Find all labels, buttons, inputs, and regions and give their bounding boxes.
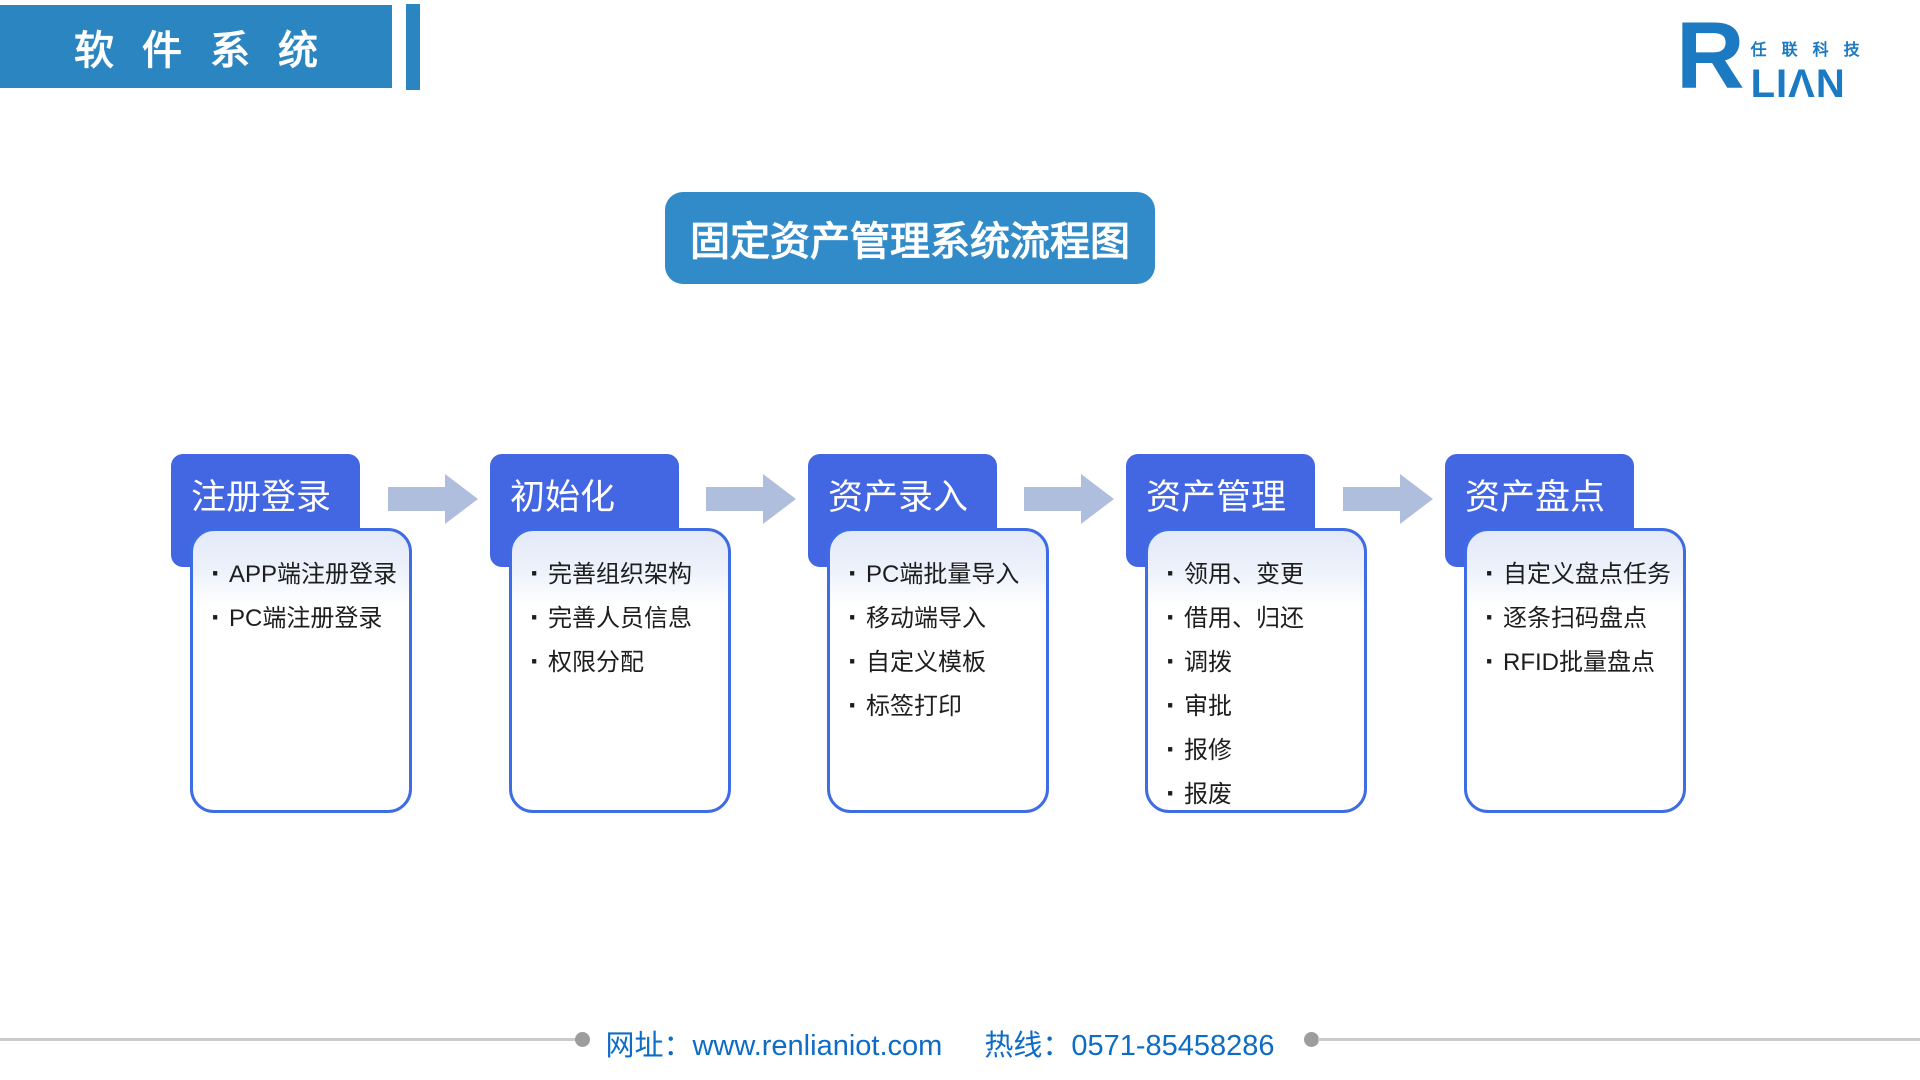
step-title: 注册登录 bbox=[191, 478, 332, 517]
step-title: 初始化 bbox=[510, 478, 616, 517]
step-item: PC端批量导入 bbox=[848, 552, 1040, 596]
step-item: 借用、归还 bbox=[1166, 596, 1358, 640]
step-card-1: APP端注册登录PC端注册登录 bbox=[190, 528, 412, 813]
step-card-3: PC端批量导入移动端导入自定义模板标签打印 bbox=[827, 528, 1049, 813]
diagram-title: 固定资产管理系统流程图 bbox=[690, 220, 1130, 264]
step-item: 移动端导入 bbox=[848, 596, 1040, 640]
step-card-4: 领用、变更借用、归还调拨审批报修报废 bbox=[1145, 528, 1367, 813]
logo-cn-name: 任联科技 bbox=[1750, 42, 1875, 59]
step-item: 领用、变更 bbox=[1166, 552, 1358, 596]
step-item-list: PC端批量导入移动端导入自定义模板标签打印 bbox=[848, 552, 1040, 728]
step-card-2: 完善组织架构完善人员信息权限分配 bbox=[509, 528, 731, 813]
step-card-5: 自定义盘点任务逐条扫码盘点RFID批量盘点 bbox=[1464, 528, 1686, 813]
section-title: 软件系统 bbox=[74, 28, 346, 73]
footer-contact: 网址：www.renlianiot.com 热线：0571-85458286 bbox=[600, 1022, 1280, 1064]
step-item: APP端注册登录 bbox=[211, 552, 403, 596]
step-title: 资产盘点 bbox=[1465, 478, 1606, 517]
footer-divider-right bbox=[1318, 1038, 1920, 1041]
step-item: 调拨 bbox=[1166, 640, 1358, 684]
logo-r-glyph: R bbox=[1676, 3, 1745, 109]
step-item: 自定义模板 bbox=[848, 640, 1040, 684]
footer-website: 网址：www.renlianiot.com bbox=[605, 1030, 943, 1062]
step-item: PC端注册登录 bbox=[211, 596, 403, 640]
step-item: 权限分配 bbox=[530, 640, 722, 684]
company-logo: R 任联科技 LIΛN bbox=[1676, 3, 1860, 109]
diagram-title-badge: 固定资产管理系统流程图 bbox=[665, 192, 1155, 284]
step-item: 报废 bbox=[1166, 772, 1358, 816]
footer-divider-left bbox=[0, 1038, 576, 1041]
logo-text-block: 任联科技 LIΛN bbox=[1751, 36, 1860, 104]
step-item-list: 完善组织架构完善人员信息权限分配 bbox=[530, 552, 722, 684]
step-item: RFID批量盘点 bbox=[1485, 640, 1677, 684]
footer-dot-right bbox=[1304, 1032, 1319, 1047]
step-item-list: 自定义盘点任务逐条扫码盘点RFID批量盘点 bbox=[1485, 552, 1677, 684]
flow-arrow-icon bbox=[1024, 474, 1114, 524]
banner-accent-bar bbox=[406, 4, 420, 90]
step-item: 完善组织架构 bbox=[530, 552, 722, 596]
step-item: 自定义盘点任务 bbox=[1485, 552, 1677, 596]
step-item-list: 领用、变更借用、归还调拨审批报修报废 bbox=[1166, 552, 1358, 816]
footer-hotline: 热线：0571-85458286 bbox=[984, 1030, 1275, 1062]
step-item: 逐条扫码盘点 bbox=[1485, 596, 1677, 640]
step-item: 审批 bbox=[1166, 684, 1358, 728]
footer-dot-left bbox=[575, 1032, 590, 1047]
slide-section-banner: 软件系统 bbox=[0, 5, 392, 88]
step-item-list: APP端注册登录PC端注册登录 bbox=[211, 552, 403, 640]
step-item: 报修 bbox=[1166, 728, 1358, 772]
flow-arrow-icon bbox=[1343, 474, 1433, 524]
logo-latin-name: LIΛN bbox=[1750, 62, 1846, 106]
flow-arrow-icon bbox=[388, 474, 478, 524]
flow-arrow-icon bbox=[706, 474, 796, 524]
step-title: 资产管理 bbox=[1146, 478, 1287, 517]
step-item: 完善人员信息 bbox=[530, 596, 722, 640]
step-header-3: 资产录入 bbox=[808, 454, 997, 567]
step-title: 资产录入 bbox=[828, 478, 969, 517]
step-item: 标签打印 bbox=[848, 684, 1040, 728]
